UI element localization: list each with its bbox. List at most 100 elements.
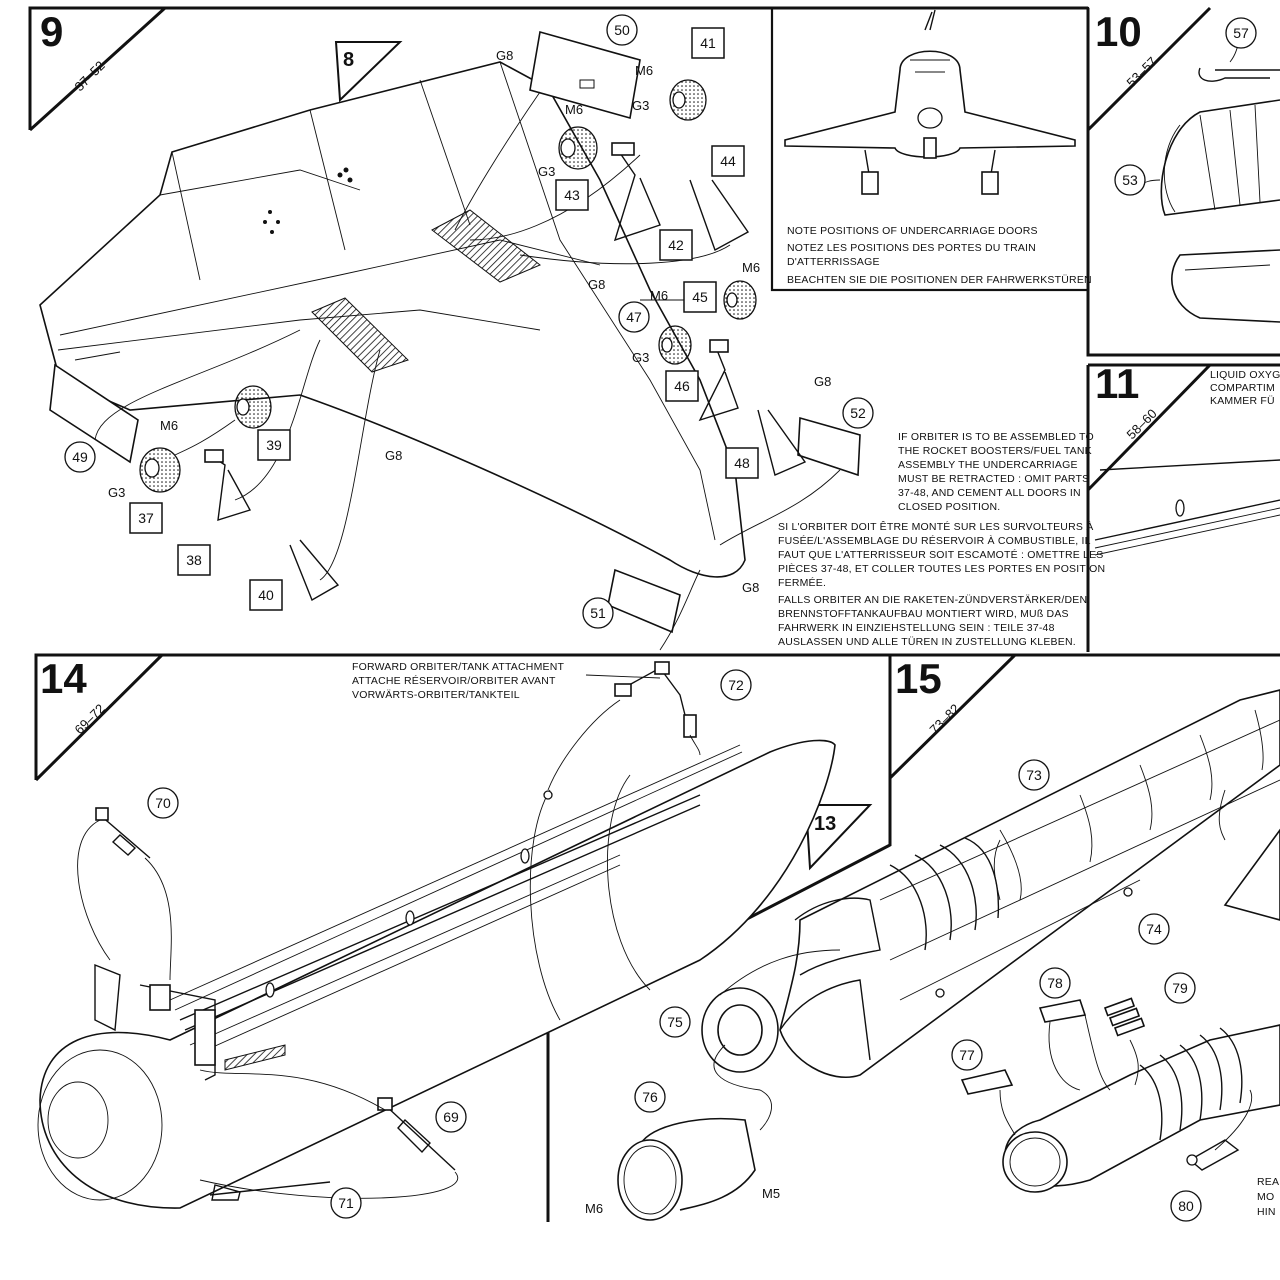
step-9-range: 37–52 [72, 58, 108, 94]
g8-label-50: G8 [496, 48, 513, 63]
g3-label-47: G3 [632, 350, 649, 365]
strut-40 [289, 539, 340, 602]
part-80-strut [1186, 1139, 1240, 1171]
assembly-note-fr-3: FAUT QUE L'ATTERRISSEUR SOIT ESCAMOTÉ : … [778, 548, 1104, 561]
strut-46 [698, 339, 739, 422]
reference-step-13: 13 [804, 804, 873, 871]
callouts-step14: 70 69 71 72 [147, 669, 752, 1219]
wheel-43 [558, 126, 598, 170]
rear-note-2: MO [1257, 1191, 1274, 1203]
m6-label-37: M6 [160, 418, 178, 433]
wheel-41 [669, 79, 707, 121]
part-76-nozzle [617, 1117, 756, 1221]
part-43-label: 43 [564, 187, 580, 203]
part-50-label: 50 [614, 22, 630, 38]
strut-48 [757, 409, 807, 476]
step-11-drawing: LIQUID OXYG COMPARTIM KAMMER FÜ [1094, 369, 1280, 556]
step-15-guide-lines [713, 789, 1253, 1151]
step-10-number: 10 [1095, 8, 1142, 55]
forward-attach-de: VORWÄRTS-ORBITER/TANKTEIL [352, 689, 520, 701]
part-71-strut [209, 1181, 331, 1201]
booster-drawing [779, 689, 1280, 1078]
liquid-oxygen-note-2: COMPARTIM [1210, 382, 1275, 394]
part-70-strut [95, 807, 151, 859]
step-11-number: 11 [1095, 360, 1139, 407]
part-44-label: 44 [720, 153, 736, 169]
m6-label-41: M6 [635, 63, 653, 78]
undercarriage-note-de: BEACHTEN SIE DIE POSITIONEN DER FAHRWERK… [787, 274, 1092, 286]
part-77-label: 77 [959, 1047, 975, 1063]
callouts-circles-step9: 50 49 51 52 47 [64, 14, 874, 629]
step-15-range: 73–82 [927, 701, 963, 737]
main-gear-well [311, 297, 409, 373]
callouts-step15: 73 74 75 76 77 78 79 80 [634, 759, 1202, 1222]
forward-attach-en: FORWARD ORBITER/TANK ATTACHMENT [352, 661, 565, 673]
wheel-39 [234, 385, 272, 429]
nose-gear-well [431, 209, 541, 283]
rear-note-1: REA [1257, 1176, 1279, 1188]
liquid-oxygen-note-3: KAMMER FÜ [1210, 395, 1275, 407]
assembly-note-fr-2: FUSÉE/L'ASSEMBLAGE DU RÉSERVOIR À COMBUS… [778, 534, 1091, 547]
part-42-label: 42 [668, 237, 684, 253]
part-41-label: 41 [700, 35, 716, 51]
part-72-label: 72 [728, 677, 744, 693]
part-51-door [607, 568, 681, 634]
assembly-note-fr-4: PIÈCES 37-48, ET COLLER TOUTES LES PORTE… [778, 562, 1105, 575]
assembly-note-de-4: AUSLASSEN UND ALLE TÜREN IN ZUSTELLUNG K… [778, 636, 1076, 648]
part-40-label: 40 [258, 587, 274, 603]
assembly-note-en-3: ASSEMBLY THE UNDERCARRIAGE [898, 459, 1078, 471]
g8-label-main: G8 [385, 448, 402, 463]
strut-44 [689, 179, 750, 252]
undercarriage-note-en: NOTE POSITIONS OF UNDERCARRIAGE DOORS [787, 225, 1038, 237]
part-73-label: 73 [1026, 767, 1042, 783]
assembly-note-fr-1: SI L'ORBITER DOIT ÊTRE MONTÉ SUR LES SUR… [778, 520, 1093, 533]
part-79-motors [1103, 997, 1146, 1037]
part-78-bracket [1038, 999, 1087, 1023]
part-69-label: 69 [443, 1109, 459, 1125]
part-49-label: 49 [72, 449, 88, 465]
part-37-label: 37 [138, 510, 154, 526]
callouts-boxes-step9: 41 44 43 42 45 46 48 39 37 38 40 [129, 27, 759, 611]
undercarriage-note: NOTE POSITIONS OF UNDERCARRIAGE DOORS NO… [787, 225, 1092, 286]
step9-frame [28, 6, 1088, 130]
part-51-label: 51 [590, 605, 606, 621]
undercarriage-note-fr2: D'ATTERRISSAGE [787, 256, 880, 268]
part-78-label: 78 [1047, 975, 1063, 991]
part-77-bracket [960, 1069, 1014, 1095]
part-52-label: 52 [850, 405, 866, 421]
part-38-label: 38 [186, 552, 202, 568]
part-45-label: 45 [692, 289, 708, 305]
part-80-label: 80 [1178, 1198, 1194, 1214]
step14-frame [34, 653, 892, 1222]
panel-frames [28, 6, 1280, 1222]
reference-8-label: 8 [343, 49, 354, 71]
part-49-door [49, 363, 139, 464]
assembly-note-de-1: FALLS ORBITER AN DIE RAKETEN-ZÜNDVERSTÄR… [778, 594, 1087, 606]
forward-attach-note: FORWARD ORBITER/TANK ATTACHMENT ATTACHE … [352, 661, 565, 701]
wheel-45 [723, 280, 757, 320]
g3-label-43: G3 [538, 164, 555, 179]
m6-label-76: M6 [585, 1201, 603, 1216]
part-74-label: 74 [1146, 921, 1162, 937]
part-39-label: 39 [266, 437, 282, 453]
part-48-label: 48 [734, 455, 750, 471]
step-14-range: 69–72 [72, 701, 108, 737]
assembly-note-en-2: THE ROCKET BOOSTERS/FUEL TANK [898, 445, 1092, 457]
assembly-note-en-5: 37-48, AND CEMENT ALL DOORS IN [898, 487, 1081, 499]
part-76-label: 76 [642, 1089, 658, 1105]
orbiter-front-view [784, 9, 1076, 195]
tank-aft-dome [37, 1049, 163, 1201]
assembly-note-fr-5: FERMÉE. [778, 576, 826, 589]
assembly-note-en-6: CLOSED POSITION. [898, 501, 1000, 513]
step-9-guide-lines [94, 91, 841, 651]
step10-frame [1086, 8, 1280, 357]
step-10-drawing: 57 53 [1114, 17, 1280, 323]
g3-label-37: G3 [108, 485, 125, 500]
forward-attach-fr: ATTACHE RÉSERVOIR/ORBITER AVANT [352, 674, 556, 687]
assembly-note-de-2: BRENNSTOFFTANKAUFBAU MONTIERT WIRD, MUß … [778, 608, 1069, 620]
step-14-guide-lines [77, 674, 701, 1199]
m6-label-45: M6 [742, 260, 760, 275]
wheel-37 [139, 447, 181, 493]
part-75-ring [701, 987, 779, 1073]
